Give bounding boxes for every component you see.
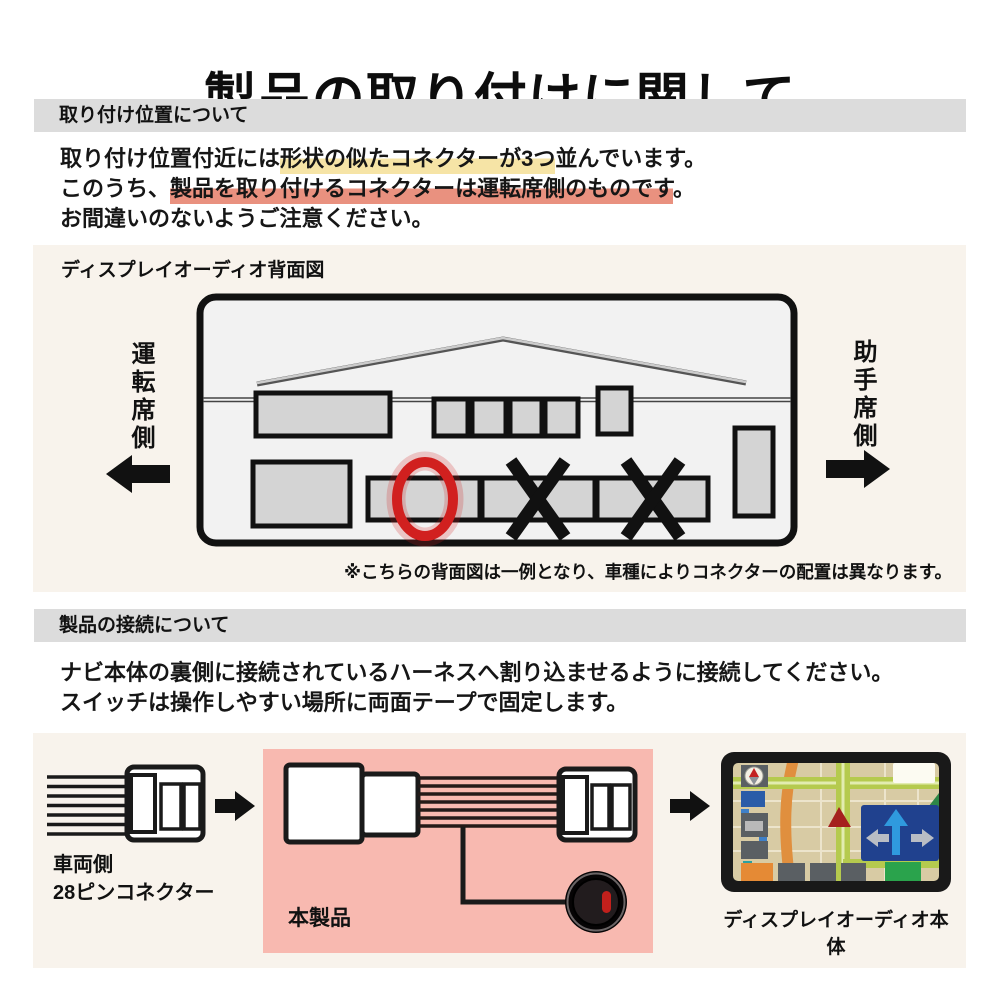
section-header-install-position: 取り付け位置について — [34, 99, 966, 132]
line2-post: 。 — [672, 176, 695, 201]
vehicle-wires — [47, 775, 135, 836]
line2-highlight: 製品を取り付けるコネクターは運転席側のものです — [170, 176, 673, 204]
upper-connector-row — [253, 385, 776, 519]
vehicle-label-line1: 車両側 — [53, 854, 113, 876]
map-car-marker-icon — [828, 807, 851, 827]
product-connector-icons — [283, 762, 421, 845]
text-line-4: ナビ本体の裏側に接続されているハーネスへ割り込ませるように接続してください。 — [60, 660, 894, 685]
product-label: 本製品 — [288, 907, 351, 930]
brace-bar — [256, 336, 747, 387]
rear-view-panel: ディスプレイオーディオ背面図 運転席側 助手席側 — [33, 245, 966, 592]
section-header-connection: 製品の接続について — [34, 609, 966, 642]
line2-pre: このうち、 — [60, 176, 171, 201]
flow-arrow-1-icon — [215, 791, 255, 821]
map-buildings-left — [741, 765, 768, 870]
switch-button-icon — [565, 871, 627, 933]
right-arrow-icon — [826, 450, 890, 488]
correct-connector-circle-icon — [386, 451, 464, 547]
text-line-3: お間違いのないようご注意ください。 — [60, 206, 434, 231]
text-line-1: 取り付け位置付近には形状の似たコネクターが3つ並んでいます。 — [60, 144, 706, 174]
connection-diagram — [47, 749, 951, 953]
x-mark-icons — [505, 457, 686, 541]
line1-highlight: 形状の似たコネクターが3つ — [280, 146, 556, 174]
product-output-connector-icon — [556, 766, 638, 843]
product-wires — [418, 776, 561, 828]
driver-side-label: 運転席側 — [127, 341, 154, 453]
vehicle-label-line2: 28ピンコネクター — [53, 882, 215, 904]
rear-view-note: ※こちらの背面図は一例となり、車種によりコネクターの配置は異なります。 — [344, 562, 952, 582]
flow-arrow-2-icon — [670, 791, 710, 821]
lower-connector-row — [250, 459, 711, 529]
passenger-side-label: 助手席側 — [849, 339, 876, 451]
connection-panel: 車両側 28ピンコネクター 本製品 ディスプレイオーディオ本体 — [33, 733, 966, 968]
rear-view-diagram — [196, 293, 798, 547]
line1-post: 並んでいます。 — [555, 146, 707, 171]
text-line-5: スイッチは操作しやすい場所に両面テープで固定します。 — [60, 690, 629, 715]
rear-view-title: ディスプレイオーディオ背面図 — [61, 260, 325, 281]
switch-wire — [460, 827, 566, 905]
vehicle-connector-icon — [124, 764, 206, 843]
install-position-text: 取り付け位置付近には形状の似たコネクターが3つ並んでいます。 このうち、製品を取… — [60, 144, 706, 234]
head-unit-label: ディスプレイオーディオ本体 — [723, 910, 949, 958]
connection-text: ナビ本体の裏側に接続されているハーネスへ割り込ませるように接続してください。 ス… — [60, 658, 893, 718]
map-screen — [733, 763, 939, 881]
text-line-2: このうち、製品を取り付けるコネクターは運転席側のものです。 — [60, 174, 706, 204]
vehicle-connector-label: 車両側 28ピンコネクター — [53, 851, 214, 907]
left-arrow-icon — [106, 455, 170, 493]
head-unit-icon — [721, 752, 951, 892]
line1-pre: 取り付け位置付近には — [60, 146, 281, 171]
map-misc-blocks — [741, 763, 939, 881]
map-junction-panel — [861, 805, 939, 861]
